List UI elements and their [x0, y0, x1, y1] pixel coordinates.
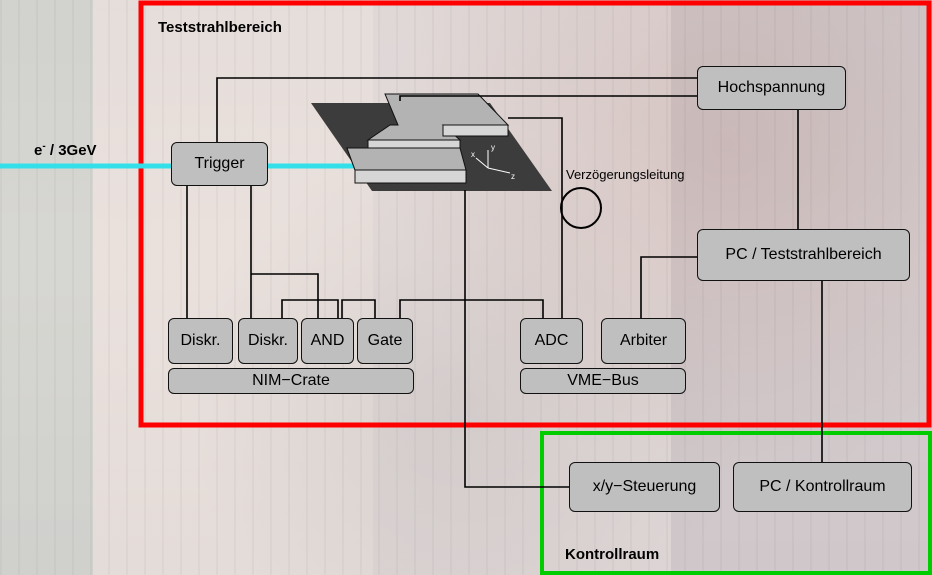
high-voltage-box: Hochspannung: [697, 66, 846, 110]
axis-x-label: x: [471, 150, 475, 159]
delay-line-coil: [561, 188, 601, 228]
control-room-label: Kontrollraum: [565, 546, 659, 563]
arbiter-box: Arbiter: [601, 318, 686, 364]
adc-box: ADC: [520, 318, 583, 364]
delay-line-label: Verzögerungsleitung: [566, 167, 685, 182]
discriminator-1-box: Diskr.: [168, 318, 233, 364]
pc-control-room-box: PC / Kontrollraum: [733, 462, 912, 512]
and-box: AND: [301, 318, 354, 364]
axis-z-label: z: [511, 172, 515, 181]
axis-y-label: y: [491, 143, 495, 152]
pc-test-area-box: PC / Teststrahlbereich: [697, 229, 910, 281]
xy-control-box: x/y−Steuerung: [569, 462, 720, 512]
beam-energy: / 3GeV: [46, 142, 97, 159]
test-area-label: Teststrahlbereich: [158, 19, 282, 36]
discriminator-2-box: Diskr.: [238, 318, 298, 364]
trigger-box: Trigger: [171, 142, 268, 186]
nim-crate-box: NIM−Crate: [168, 368, 414, 394]
vme-bus-box: VME−Bus: [520, 368, 686, 394]
beam-label: e- / 3GeV: [34, 141, 97, 159]
gate-box: Gate: [357, 318, 413, 364]
